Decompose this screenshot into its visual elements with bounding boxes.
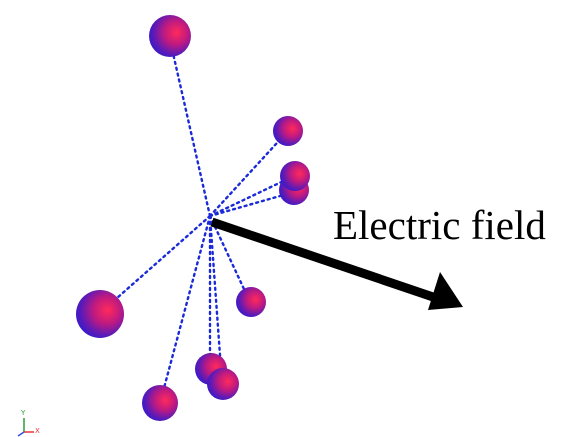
bond-line [208, 130, 289, 218]
sphere [280, 161, 310, 191]
z-axis-line [17, 431, 25, 437]
bond-lines [98, 38, 296, 405]
bond-line [98, 214, 212, 315]
bond-line [208, 174, 296, 218]
sphere [149, 15, 191, 57]
bond-line [158, 214, 212, 405]
sphere [273, 116, 303, 146]
spheres [76, 15, 310, 421]
y-axis-label: Y [21, 409, 26, 417]
bond-line [208, 214, 252, 304]
electric-field-label: Electric field [333, 202, 546, 248]
arrow-shaft [210, 217, 438, 303]
sphere [207, 368, 239, 400]
electric-field-arrow [210, 217, 463, 310]
arrow-head [428, 272, 463, 310]
bond-line [208, 190, 296, 218]
bond-line [168, 38, 212, 218]
sphere [142, 385, 178, 421]
bond-line [208, 214, 224, 385]
axes-triad-icon [17, 418, 34, 437]
sphere [76, 290, 124, 338]
x-axis-label: X [35, 427, 40, 435]
sphere [236, 287, 266, 317]
